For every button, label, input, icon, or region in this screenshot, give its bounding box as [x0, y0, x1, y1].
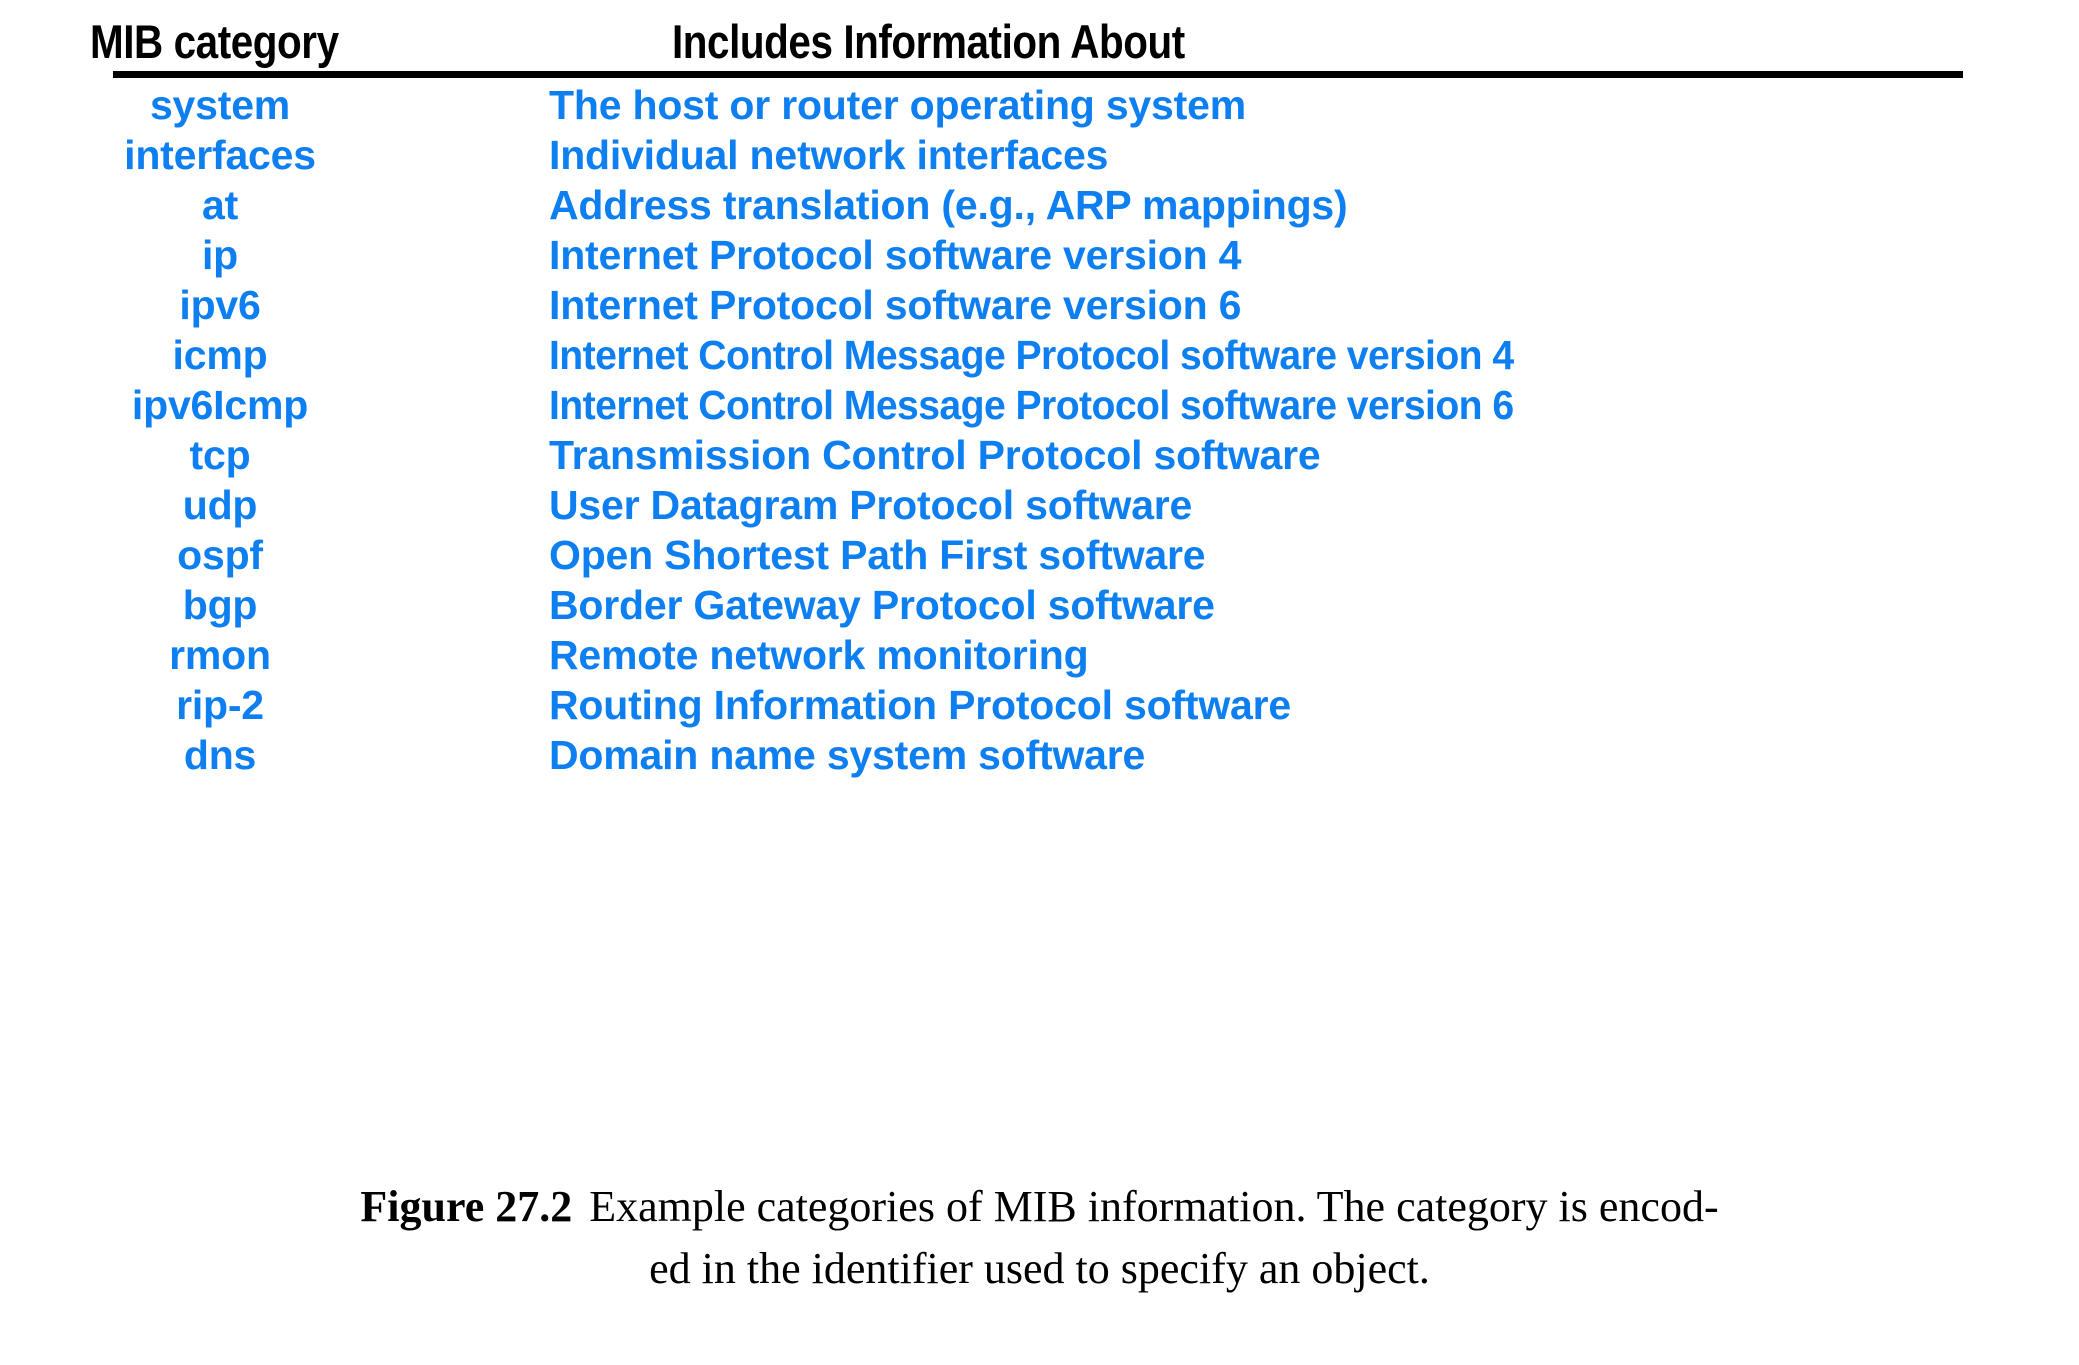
mib-category-description: Individual network interfaces	[549, 132, 1109, 178]
figure-caption-label: Figure 27.2	[360, 1182, 573, 1231]
mib-category-name: ipv6	[179, 282, 261, 328]
mib-category-description: Open Shortest Path First software	[549, 532, 1206, 578]
table-row: icmp Internet Control Message Protocol s…	[0, 330, 2079, 380]
table-row: bgp Border Gateway Protocol software	[0, 580, 2079, 630]
mib-category-name: rip-2	[176, 682, 264, 728]
mib-category-description: Internet Control Message Protocol softwa…	[549, 332, 1514, 378]
table-row: tcp Transmission Control Protocol softwa…	[0, 430, 2079, 480]
mib-category-description: Internet Protocol software version 6	[549, 282, 1242, 328]
table-row: system The host or router operating syst…	[0, 80, 2079, 130]
table-row: ospf Open Shortest Path First software	[0, 530, 2079, 580]
table-row: ipv6 Internet Protocol software version …	[0, 280, 2079, 330]
figure-caption: Figure 27.2 Example categories of MIB inf…	[0, 1176, 2079, 1300]
table-row: rip-2 Routing Information Protocol softw…	[0, 680, 2079, 730]
mib-category-description: Remote network monitoring	[549, 632, 1089, 678]
header-divider-rule	[113, 71, 1963, 78]
table-row: at Address translation (e.g., ARP mappin…	[0, 180, 2079, 230]
mib-category-description: Routing Information Protocol software	[549, 682, 1291, 728]
mib-category-name: ipv6Icmp	[131, 382, 309, 428]
mib-category-description: Border Gateway Protocol software	[549, 582, 1215, 628]
mib-category-name: rmon	[169, 632, 271, 678]
mib-category-name: ospf	[177, 532, 263, 578]
mib-category-description: Internet Control Message Protocol softwa…	[549, 382, 1514, 428]
table-header-row: MIB category Includes Information About	[0, 14, 2079, 70]
mib-category-name: system	[149, 82, 291, 128]
mib-category-description: User Datagram Protocol software	[549, 482, 1193, 528]
table-row: rmon Remote network monitoring	[0, 630, 2079, 680]
mib-category-description: The host or router operating system	[549, 82, 1246, 128]
table-row: udp User Datagram Protocol software	[0, 480, 2079, 530]
figure-caption-line-1: Figure 27.2 Example categories of MIB inf…	[0, 1176, 2079, 1238]
mib-category-table: system The host or router operating syst…	[0, 80, 2079, 780]
column-header-includes-information-about: Includes Information About	[672, 15, 1185, 68]
table-row: ipv6Icmp Internet Control Message Protoc…	[0, 380, 2079, 430]
column-header-mib-category: MIB category	[90, 15, 339, 68]
mib-category-name: icmp	[172, 332, 268, 378]
mib-category-description: Internet Protocol software version 4	[549, 232, 1242, 278]
figure-caption-line-2: ed in the identifier used to specify an …	[649, 1244, 1430, 1293]
mib-category-name: at	[201, 182, 239, 228]
mib-category-description: Transmission Control Protocol software	[549, 432, 1321, 478]
table-row: interfaces Individual network interfaces	[0, 130, 2079, 180]
mib-category-name: interfaces	[124, 132, 316, 178]
mib-category-name: dns	[183, 732, 257, 778]
mib-category-name: udp	[182, 482, 258, 528]
table-row: dns Domain name system software	[0, 730, 2079, 780]
table-row: ip Internet Protocol software version 4	[0, 230, 2079, 280]
mib-category-name: bgp	[182, 582, 258, 628]
mib-category-name: ip	[201, 232, 239, 278]
figure-caption-text-1: Example categories of MIB information. T…	[589, 1182, 1719, 1231]
mib-category-description: Domain name system software	[549, 732, 1146, 778]
mib-category-description: Address translation (e.g., ARP mappings)	[549, 182, 1348, 228]
mib-category-name: tcp	[189, 432, 251, 478]
